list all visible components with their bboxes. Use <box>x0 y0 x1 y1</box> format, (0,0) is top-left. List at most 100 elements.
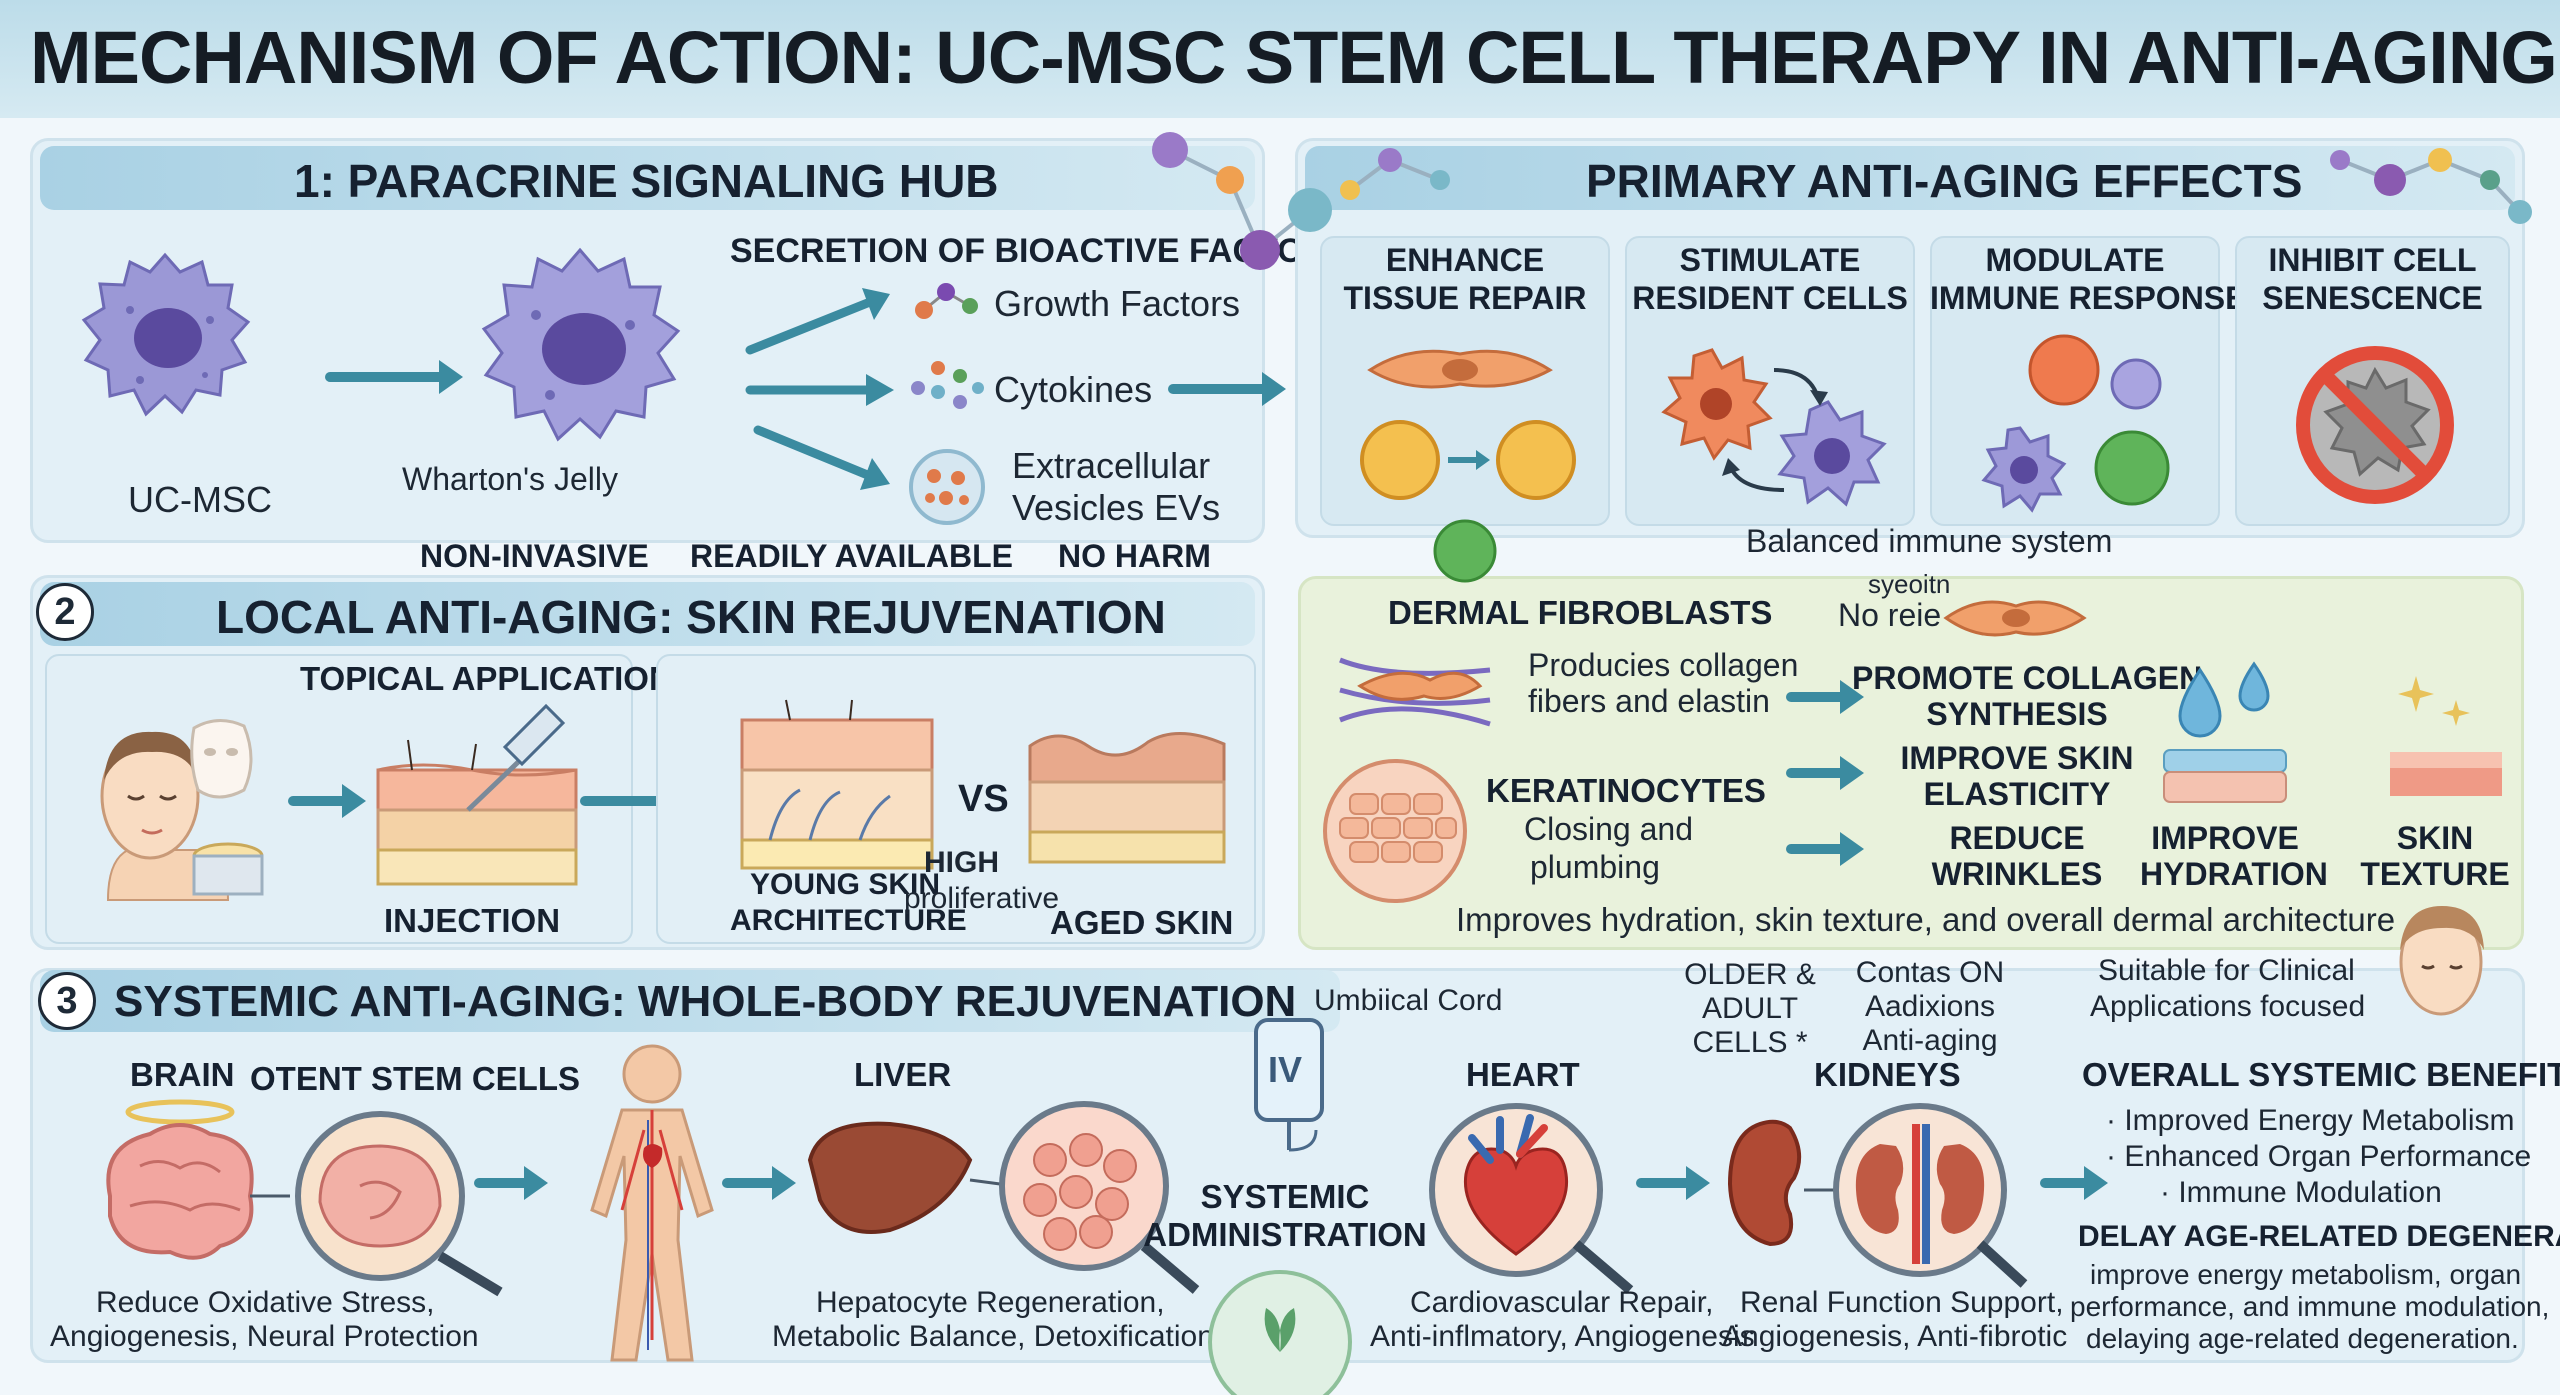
outcome-collagen-1: PROMOTE COLLAGEN <box>1852 660 2203 696</box>
skin-texture-icon <box>2390 676 2502 796</box>
no-reie-label: No reie <box>1838 597 1942 633</box>
topical-application-label: TOPICAL APPLICATION <box>300 660 673 697</box>
arrow-icon <box>1168 372 1286 406</box>
injection-label: INJECTION <box>384 902 561 939</box>
section-3-number: 3 <box>38 972 96 1030</box>
skin-title: LOCAL ANTI-AGING: SKIN REJUVENATION <box>216 591 1166 643</box>
skin-mechanism-panel <box>1298 576 2524 950</box>
systemic-title: SYSTEMIC ANTI-AGING: WHOLE-BODY REJUVENA… <box>114 977 1297 1026</box>
page-title: MECHANISM OF ACTION: UC-MSC STEM CELL TH… <box>30 16 2558 99</box>
outcome-wrinkles-2: WRINKLES <box>1931 856 2103 892</box>
syeoitn-label: syeoitn <box>1868 569 1951 599</box>
systemic-admin-label-2: ADMINISTRATION <box>1143 1216 1427 1253</box>
fibro-desc-2: fibers and elastin <box>1528 683 1770 719</box>
contas-label-2: Aadixions <box>1864 990 1996 1023</box>
arrow-icon <box>474 1166 548 1200</box>
aged-skin-label: AGED SKIN <box>1050 904 1234 941</box>
aged-skin-icon <box>1028 732 1226 864</box>
older-label-1: OLDER & <box>1684 958 1816 991</box>
card-immune-title-1: MODULATE <box>1985 242 2165 278</box>
arrow-icon <box>288 784 366 818</box>
dermal-fibroblasts-title: DERMAL FIBROBLASTS <box>1388 594 1773 631</box>
arrow-icon <box>325 360 463 394</box>
high-label: HIGH <box>924 846 999 879</box>
brain-desc-2: Angiogenesis, Neural Protection <box>50 1320 479 1353</box>
whartons-jelly-label: Wharton's Jelly <box>402 461 618 497</box>
cytokines-icon <box>911 361 984 409</box>
card-senescence-title-1: INHIBIT CELL <box>2268 242 2477 278</box>
vesicles-label: Vesicles EVs <box>1012 487 1221 528</box>
extracellular-label: Extracellular <box>1012 445 1211 486</box>
young-skin-label-1: YOUNG SKIN <box>750 868 941 901</box>
outcome-elasticity-2: ELASTICITY <box>1923 776 2111 812</box>
skin-header <box>40 582 1255 646</box>
older-label-2: ADULT <box>1701 992 1799 1025</box>
card-tissue-repair-title-1: ENHANCE <box>1385 242 1545 278</box>
skin-summary: Improves hydration, skin texture, and ov… <box>1456 901 2396 938</box>
outcome-elasticity-1: IMPROVE SKIN <box>1900 740 2134 776</box>
primary-effects-header <box>1305 146 2515 210</box>
fibroblast-icon <box>1339 657 1491 727</box>
card-senescence-title-2: SENESCENCE <box>2262 280 2483 316</box>
kera-desc-2: plumbing <box>1530 849 1660 885</box>
human-body-icon <box>590 1044 714 1362</box>
brain-desc-1: Reduce Oxidative Stress, <box>96 1286 435 1319</box>
resident-cells-icon <box>1661 348 1887 507</box>
hydration-label-2: HYDRATION <box>2140 856 2328 892</box>
primary-effects-title: PRIMARY ANTI-AGING EFFECTS <box>1586 155 2303 207</box>
title-bar <box>0 0 2560 118</box>
hydration-label-1: IMPROVE <box>2151 820 2299 856</box>
delay-desc-1: improve energy metabolism, organ <box>2090 1259 2522 1290</box>
systemic-admin-label-1: SYSTEMIC <box>1200 1178 1370 1215</box>
brain-icon <box>106 1099 503 1297</box>
fibroblast-small-icon <box>1943 600 2087 637</box>
heart-desc-1: Cardiovascular Repair, <box>1410 1286 1714 1319</box>
outcome-wrinkles-1: REDUCE <box>1949 820 2085 856</box>
molecule-decoration-icon <box>1340 148 1450 200</box>
immune-cells-icon <box>1981 334 2170 513</box>
whartons-jelly-cell-icon <box>481 247 681 442</box>
delay-desc-3: delaying age-related degeneration. <box>2086 1323 2519 1354</box>
contas-label-3: Anti-aging <box>1862 1024 1998 1057</box>
uc-msc-label: UC-MSC <box>128 479 272 520</box>
iv-label: IV <box>1268 1049 1303 1090</box>
paracrine-header <box>40 146 1255 210</box>
face-mask-icon <box>100 719 264 901</box>
young-skin-label-2: ARCHITECTURE <box>730 904 967 937</box>
growth-factors-label: Growth Factors <box>994 283 1241 324</box>
molecule-decoration-icon <box>1433 519 1497 583</box>
older-label-3: CELLS * <box>1692 1026 1808 1059</box>
fibro-desc-1: Producies collagen <box>1528 647 1799 683</box>
woman-face-icon <box>2399 906 2484 1016</box>
heart-desc-2: Anti-inflmatory, Angiogenesis <box>1370 1320 1755 1353</box>
outcome-collagen-2: SYNTHESIS <box>1926 696 2108 732</box>
feature-non-invasive: NON-INVASIVE <box>420 538 649 574</box>
vesicles-icon <box>909 449 985 525</box>
paracrine-title: 1: PARACRINE SIGNALING HUB <box>294 155 999 207</box>
molecule-decoration-icon <box>1152 132 1332 270</box>
card-resident-cells-title-2: RESIDENT CELLS <box>1632 280 1908 316</box>
benefit-item-3: · Immune Modulation <box>2160 1176 2442 1209</box>
proliferative-label: proliferative <box>904 882 1060 915</box>
liver-icon <box>807 1101 1200 1294</box>
vs-label: VS <box>958 778 1009 820</box>
kidneys-label: KIDNEYS <box>1814 1056 1961 1093</box>
arrow-icon <box>1786 832 1864 866</box>
suitable-label-2: Applications focused <box>2090 990 2366 1023</box>
heart-label: HEART <box>1466 1056 1580 1093</box>
hydration-icon <box>2163 661 2287 803</box>
tissue-repair-icon <box>1360 349 1576 500</box>
balanced-immune-label: Balanced immune system <box>1746 523 2113 559</box>
benefit-item-1: · Improved Energy Metabolism <box>2106 1104 2515 1137</box>
arrow-icon <box>1636 1166 1710 1200</box>
molecule-decoration-icon <box>2330 148 2532 224</box>
liver-desc-2: Metabolic Balance, Detoxification <box>772 1320 1214 1353</box>
keratinocytes-title: KERATINOCYTES <box>1486 772 1766 809</box>
cytokines-label: Cytokines <box>994 369 1153 410</box>
heart-icon <box>1429 1103 1634 1294</box>
secretion-arrows <box>745 288 894 490</box>
benefits-title: OVERALL SYSTEMIC BENEFITS <box>2082 1056 2560 1093</box>
kidney-desc-2: Angiogenesis, Anti-fibrotic <box>1722 1320 2068 1353</box>
delay-title: DELAY AGE-RELATED DEGENERATION <box>2078 1220 2560 1253</box>
systemic-header <box>40 970 1340 1032</box>
